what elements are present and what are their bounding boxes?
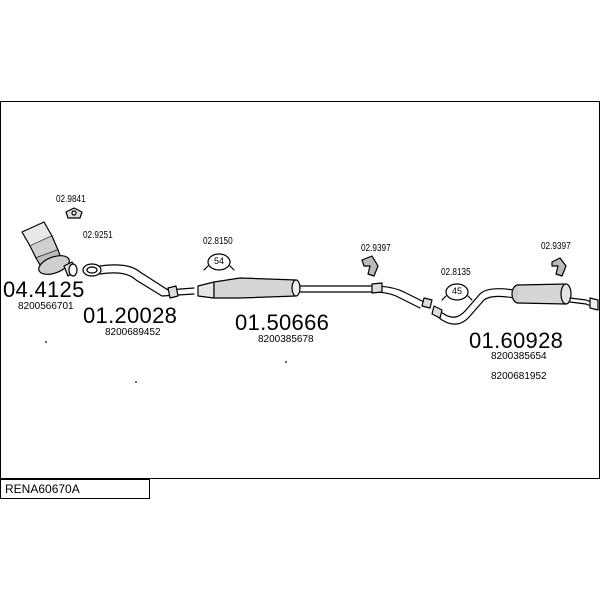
part-ref-8200566701: 8200566701 bbox=[18, 301, 74, 312]
assembly-title: RENA60670A bbox=[5, 482, 80, 496]
part-code-01-50666: 01.50666 bbox=[235, 310, 330, 335]
assembly-title-box: RENA60670A bbox=[0, 479, 150, 499]
part-ref-8200689452: 8200689452 bbox=[105, 327, 161, 338]
part-code-04-4125: 04.4125 bbox=[3, 277, 85, 302]
clamp-45-icon bbox=[441, 283, 473, 301]
catalytic-converter-icon bbox=[21, 221, 78, 277]
clamp-54-icon bbox=[203, 253, 235, 271]
gasket-icon bbox=[82, 263, 102, 277]
part-code-01-20028: 01.20028 bbox=[83, 303, 178, 328]
centre-silencer-icon bbox=[197, 277, 433, 309]
part-ref-8200385678: 8200385678 bbox=[258, 334, 314, 345]
clamp-54-badge: 54 bbox=[214, 256, 225, 266]
accessory-code-02-9251: 02.9251 bbox=[83, 230, 113, 241]
accessory-code-02-8135: 02.8135 bbox=[441, 267, 471, 278]
rear-silencer-icon bbox=[431, 283, 599, 325]
part-code-01-60928: 01.60928 bbox=[469, 328, 564, 353]
accessory-code-02-9397-mid: 02.9397 bbox=[361, 243, 391, 254]
accessory-code-02-9397-rear: 02.9397 bbox=[541, 241, 571, 252]
rubber-hanger-icon bbox=[361, 255, 379, 277]
part-ref-8200681952: 8200681952 bbox=[491, 371, 547, 382]
accessory-code-02-9841: 02.9841 bbox=[56, 194, 86, 205]
clamp-icon bbox=[65, 207, 83, 219]
front-pipe-icon bbox=[99, 264, 195, 299]
leader-dots bbox=[45, 341, 287, 383]
part-ref-8200385654: 8200385654 bbox=[491, 351, 547, 362]
clamp-45-badge: 45 bbox=[452, 286, 463, 296]
accessory-code-02-8150: 02.8150 bbox=[203, 236, 233, 247]
rubber-hanger-rear-icon bbox=[551, 257, 567, 277]
